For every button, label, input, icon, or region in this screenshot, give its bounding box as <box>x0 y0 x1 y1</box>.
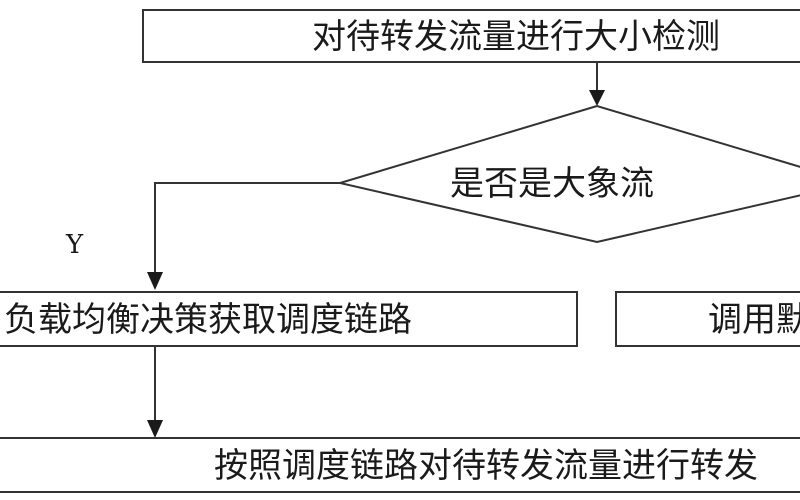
arrowhead-yes-branch <box>147 272 163 290</box>
decision-node: 是否是大象流 <box>336 104 800 244</box>
top-process-box: 对待转发流量进行大小检测 <box>142 9 800 63</box>
right-process-box-label: 调用默认路由 <box>708 300 800 340</box>
yes-branch-label: Y <box>65 230 84 260</box>
yes-branch-connector <box>154 182 340 282</box>
decision-diamond-shape <box>336 104 800 244</box>
arrowhead-top-to-decision <box>589 90 605 106</box>
right-process-box: 调用默认路由 <box>615 291 800 347</box>
left-process-box: 负载均衡决策获取调度链路 <box>0 291 578 347</box>
right-process-box-shape <box>615 291 800 347</box>
left-process-box-shape <box>0 291 578 347</box>
bottom-process-box-shape <box>0 437 800 493</box>
top-process-box-label: 对待转发流量进行大小检测 <box>312 17 720 57</box>
arrowhead-left-to-bottom <box>147 420 163 438</box>
bottom-process-box-label: 按照调度链路对待转发流量进行转发 <box>214 446 758 486</box>
bottom-process-box: 按照调度链路对待转发流量进行转发 <box>0 437 800 493</box>
decision-label: 是否是大象流 <box>450 164 654 204</box>
top-process-box-shape <box>142 9 800 63</box>
left-process-box-label: 负载均衡决策获取调度链路 <box>4 300 412 340</box>
